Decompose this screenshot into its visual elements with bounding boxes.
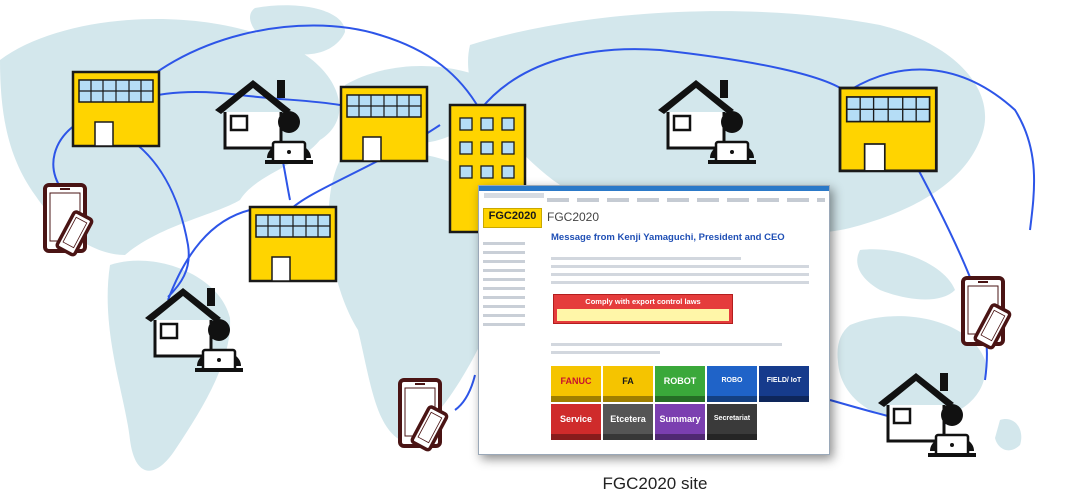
office-building-icon [71, 70, 161, 148]
category-tile-label: Service [559, 414, 593, 424]
category-tile-label: Summary [659, 414, 701, 424]
new-zealand-shape [995, 419, 1022, 451]
site-nav-bar [547, 198, 825, 202]
export-control-body [557, 309, 729, 321]
export-control-title: Comply with export control laws [585, 297, 701, 306]
category-tile[interactable]: FA [603, 366, 653, 402]
site-screenshot: FGC2020 FGC2020 Message from Kenji Yamag… [478, 185, 830, 455]
office-building-icon [339, 85, 429, 163]
export-control-banner: Comply with export control laws [553, 294, 733, 324]
category-tile-label: FIELD/ IoT [766, 377, 802, 384]
category-tile[interactable]: Secretariat [707, 404, 757, 440]
southeast-asia-shape [857, 249, 955, 300]
category-tile-label: ROBO MACHINE [721, 377, 743, 384]
smartphone-tablet-icon [398, 378, 450, 453]
breadcrumb [484, 193, 544, 198]
message-body [551, 252, 823, 289]
site-caption: FGC2020 site [602, 474, 708, 493]
south-america-shape [107, 260, 231, 471]
guide-links [551, 338, 823, 359]
category-tile[interactable]: Service [551, 404, 601, 440]
greenland-shape [250, 5, 345, 55]
category-tile[interactable]: ROBOT [655, 366, 705, 402]
office-building-icon [838, 86, 938, 173]
category-tile-label: Etcetera [610, 414, 646, 424]
smartphone-tablet-icon [43, 183, 95, 258]
site-logo: FGC2020 [483, 208, 542, 228]
site-header-bar [479, 186, 829, 191]
office-building-icon [248, 205, 338, 283]
category-tile[interactable]: ROBO MACHINE [707, 366, 757, 402]
category-tile[interactable]: FIELD/ IoT [759, 366, 809, 402]
category-tile[interactable]: FANUC [551, 366, 601, 402]
smartphone-tablet-icon [961, 276, 1013, 351]
australia-shape [837, 316, 986, 422]
site-sidebar [483, 236, 543, 332]
category-tile[interactable]: Summary [655, 404, 705, 440]
category-tile-label: FANUC [560, 376, 592, 386]
category-tile-label: Secretariat [713, 415, 751, 422]
site-title: FGC2020 [547, 210, 600, 224]
category-tile[interactable]: Etcetera [603, 404, 653, 440]
category-tile-label: FA [622, 376, 634, 386]
category-tile-label: ROBOT [663, 376, 697, 386]
message-title: Message from Kenji Yamaguchi, President … [551, 232, 785, 243]
